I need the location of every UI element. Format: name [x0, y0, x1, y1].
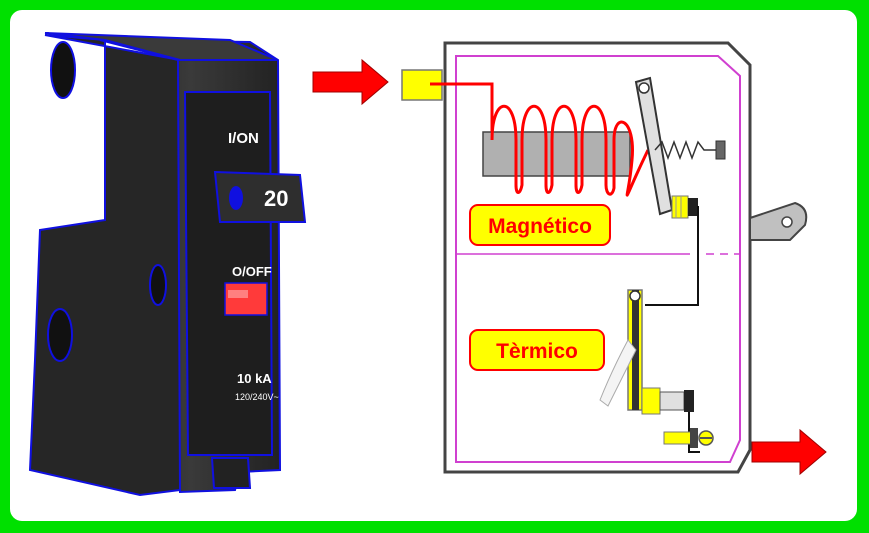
toggle-rivet	[229, 186, 243, 210]
mounting-hole-bottom	[47, 308, 73, 362]
bimetal-pivot	[629, 290, 641, 302]
breaker-capacity: 10 kA	[237, 371, 272, 386]
thermal-contact-arm	[659, 391, 685, 411]
trip-indicator-highlight	[228, 290, 248, 298]
magnetic-coil	[490, 105, 650, 197]
mounting-tab-hole	[781, 216, 793, 228]
breaker-toggle[interactable]	[213, 170, 307, 223]
spring-anchor	[715, 140, 726, 160]
adjust-screw-nut	[690, 428, 698, 448]
breaker-voltage: 120/240V~	[235, 392, 279, 402]
schematic: Magnético Tèrmico	[401, 41, 808, 474]
schematic-inner-border	[455, 55, 741, 463]
thermal-contact-screw	[684, 390, 694, 412]
magnetic-label-box	[469, 204, 611, 246]
circuit-breaker: I/ON 20 O/OFF 10 kA 120/240V~	[28, 32, 307, 497]
magnetic-label: Magnético	[488, 215, 592, 238]
breaker-top-face	[44, 32, 279, 61]
bimetal-deflected-ghost	[599, 339, 637, 407]
magnetic-core	[482, 131, 631, 177]
input-wire	[430, 82, 494, 140]
lever-pivot	[638, 82, 650, 94]
breaker-on-label: I/ON	[228, 130, 259, 147]
magnetic-contact-screw	[688, 198, 698, 216]
trip-indicator-window	[224, 282, 268, 316]
breaker-rating: 20	[264, 186, 288, 211]
thermal-label: Tèrmico	[496, 340, 578, 363]
side-slot	[149, 264, 167, 306]
thermal-contact	[641, 387, 661, 415]
breaker-off-label: O/OFF	[232, 264, 272, 279]
breaker-bottom-clip	[210, 457, 252, 489]
mounting-tab	[749, 201, 808, 241]
thermal-label-box	[469, 329, 605, 371]
output-wire	[688, 412, 700, 453]
internal-wire	[645, 206, 699, 306]
mounting-hole-top	[50, 41, 76, 99]
spring-icon	[654, 139, 716, 161]
magnetic-contact	[671, 195, 689, 219]
input-arrow-icon	[312, 58, 389, 106]
adjust-terminal	[663, 431, 695, 445]
output-arrow-icon	[751, 428, 827, 476]
